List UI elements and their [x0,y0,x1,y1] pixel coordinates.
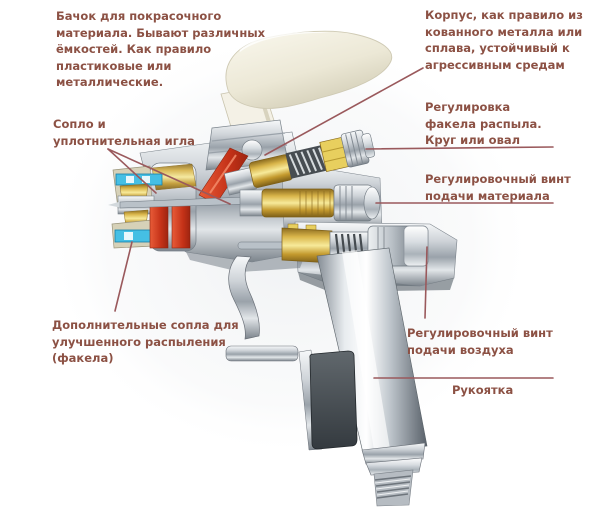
air-passage-top [115,173,163,186]
chrome-ball-joint [241,139,263,161]
needle-tip [108,201,122,208]
thread-highlights [374,478,411,496]
material-knob-stem [239,189,265,217]
paint-cup-highlight [239,31,330,52]
spray-knob-cap-ribs [345,132,364,166]
collar-facet-1 [211,132,286,142]
thread-grooves [374,475,412,499]
paint-chamber-bar-1 [149,205,169,249]
material-knob-cap-ribs [339,186,353,220]
pointer-lines [107,67,554,379]
material-knob [239,184,381,222]
trigger-guard-arm [225,345,299,362]
spray-pattern-knob [224,129,376,196]
pointer-line-nozzle-2 [107,148,231,205]
hex-facet-2 [324,155,348,163]
hex-facet-1 [321,146,346,153]
spray-knob-end [361,133,376,158]
paint-chamber-bar-2 [171,203,191,249]
pointer-line-extra-nozzles [114,241,133,312]
material-knob-threads [299,191,331,215]
spray-knob-spring-coils [288,147,328,176]
paint-channel-highlight [209,154,237,194]
pointer-line-spray-pattern [365,146,554,150]
inlet-ring-1 [361,442,426,465]
air-passage-top-slot-1 [126,176,134,183]
air-knob-spring [334,233,365,261]
air-knob [237,223,429,267]
air-knob-cap-face [403,225,429,267]
pointer-line-body [264,67,424,156]
grip-panel [309,350,358,450]
air-passage-top-slot-2 [142,176,150,183]
pointer-line-nozzle-1 [107,148,157,194]
air-valve-rod [237,241,289,250]
air-passage-bottom-slot [124,232,133,240]
trigger [228,255,260,340]
pointer-line-air-screw [424,246,428,319]
handle-highlight [342,250,390,450]
material-knob-brass [261,188,335,218]
